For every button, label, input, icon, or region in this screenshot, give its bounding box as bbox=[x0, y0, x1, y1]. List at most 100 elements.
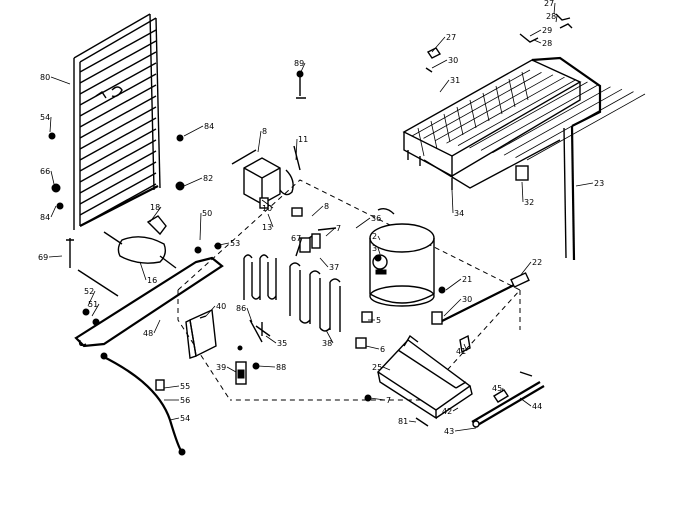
callout-c86: 86 bbox=[236, 304, 246, 313]
callout-c35: 35 bbox=[277, 339, 287, 348]
callout-c5: 5 bbox=[376, 316, 381, 325]
callout-c32: 32 bbox=[524, 198, 534, 207]
leader-c18 bbox=[149, 206, 162, 223]
leader-c40 bbox=[205, 305, 216, 317]
callout-c23: 23 bbox=[594, 179, 604, 188]
leader-c51 bbox=[91, 303, 100, 317]
callout-c41: 41 bbox=[456, 347, 466, 356]
leader-c86 bbox=[246, 307, 253, 323]
callout-c42: 42 bbox=[442, 407, 452, 416]
leader-c30b bbox=[443, 298, 462, 317]
leader-c69 bbox=[48, 255, 63, 258]
leader-c10 bbox=[261, 199, 274, 209]
leader-c54b bbox=[169, 417, 180, 421]
leader-c38 bbox=[325, 329, 334, 344]
callout-c40: 40 bbox=[216, 302, 226, 311]
leader-c21 bbox=[445, 278, 462, 291]
callout-c89: 89 bbox=[294, 59, 304, 68]
leader-c28b bbox=[533, 39, 542, 44]
callout-c8b: 8 bbox=[324, 202, 329, 211]
callout-c31: 31 bbox=[450, 76, 460, 85]
callout-c53: 53 bbox=[230, 239, 240, 248]
leader-c52 bbox=[87, 290, 96, 307]
leader-c42 bbox=[452, 407, 459, 412]
leader-c82 bbox=[183, 177, 203, 187]
leader-c84a bbox=[183, 125, 204, 137]
leader-c3 bbox=[377, 247, 381, 255]
leader-lines bbox=[48, 2, 594, 432]
leader-c41 bbox=[463, 343, 468, 352]
callout-c29: 29 bbox=[542, 26, 552, 35]
callout-c36: 36 bbox=[371, 214, 381, 223]
leader-c6 bbox=[365, 345, 380, 350]
leader-c27a bbox=[431, 36, 446, 53]
evaporator-31 bbox=[402, 56, 646, 261]
compressor-2 bbox=[369, 207, 435, 307]
leader-c39 bbox=[226, 366, 237, 373]
leader-c44 bbox=[519, 397, 532, 407]
callout-c50: 50 bbox=[202, 209, 212, 218]
callout-c84b: 84 bbox=[40, 213, 50, 222]
callout-c51: 51 bbox=[88, 300, 98, 309]
leader-c7a bbox=[325, 227, 336, 237]
callout-c69: 69 bbox=[38, 253, 48, 262]
callout-c55: 55 bbox=[180, 382, 190, 391]
leader-c66 bbox=[50, 170, 55, 185]
leader-c22 bbox=[519, 261, 532, 277]
callout-c6: 6 bbox=[380, 345, 385, 354]
compartment-outline bbox=[177, 179, 521, 401]
callout-c37: 37 bbox=[329, 263, 339, 272]
rod-43 bbox=[471, 371, 545, 428]
leader-c89 bbox=[299, 62, 306, 75]
leader-c84b bbox=[50, 205, 57, 218]
leader-c29 bbox=[529, 29, 542, 37]
callout-c2: 2 bbox=[372, 232, 377, 241]
callout-c54b: 54 bbox=[180, 414, 190, 423]
bracket-40 bbox=[185, 308, 217, 359]
leader-c53 bbox=[213, 242, 230, 247]
leader-c32 bbox=[521, 181, 524, 203]
leader-c67 bbox=[299, 237, 303, 245]
leader-c30a bbox=[431, 59, 448, 69]
callout-c10: 10 bbox=[262, 204, 272, 213]
callout-c34: 34 bbox=[454, 209, 464, 218]
callout-c21: 21 bbox=[462, 275, 472, 284]
leader-c28a bbox=[555, 15, 558, 23]
callout-c39: 39 bbox=[216, 363, 226, 372]
leader-c25 bbox=[382, 366, 391, 371]
callout-c45: 45 bbox=[492, 384, 502, 393]
callout-c38: 38 bbox=[322, 339, 332, 348]
callout-c27a: 27 bbox=[446, 33, 456, 42]
leader-c43 bbox=[454, 427, 477, 432]
leader-c50 bbox=[199, 212, 202, 241]
condensing-coil-38 bbox=[243, 227, 341, 332]
callout-c30b: 30 bbox=[462, 295, 472, 304]
leader-c45 bbox=[501, 387, 504, 393]
callout-c28a: 28 bbox=[546, 12, 556, 21]
leader-c54 bbox=[49, 116, 52, 133]
callout-labels: 8054848266841816695251485053811101387673… bbox=[38, 0, 604, 436]
leader-c36 bbox=[355, 217, 371, 229]
leader-c7b bbox=[369, 397, 386, 401]
callout-c48: 48 bbox=[143, 329, 153, 338]
callout-c3: 3 bbox=[372, 244, 377, 253]
leader-c80 bbox=[50, 76, 71, 85]
leader-c13 bbox=[267, 213, 274, 228]
leader-c55 bbox=[163, 385, 180, 389]
top-hardware bbox=[296, 13, 573, 99]
callout-c66: 66 bbox=[40, 167, 50, 176]
callout-c18: 18 bbox=[150, 203, 160, 212]
callout-c25: 25 bbox=[372, 363, 382, 372]
callout-c13: 13 bbox=[262, 223, 272, 232]
fasteners bbox=[48, 132, 222, 326]
callout-c7a: 7 bbox=[336, 224, 341, 233]
leader-c27b bbox=[553, 2, 556, 15]
callout-c7b: 7 bbox=[386, 396, 391, 405]
drain-pan-48 bbox=[66, 238, 224, 348]
callout-c16: 16 bbox=[147, 276, 157, 285]
leader-c88 bbox=[257, 365, 276, 368]
leader-c8a bbox=[257, 130, 262, 153]
callout-c11: 11 bbox=[298, 135, 308, 144]
leader-c48 bbox=[153, 319, 161, 334]
